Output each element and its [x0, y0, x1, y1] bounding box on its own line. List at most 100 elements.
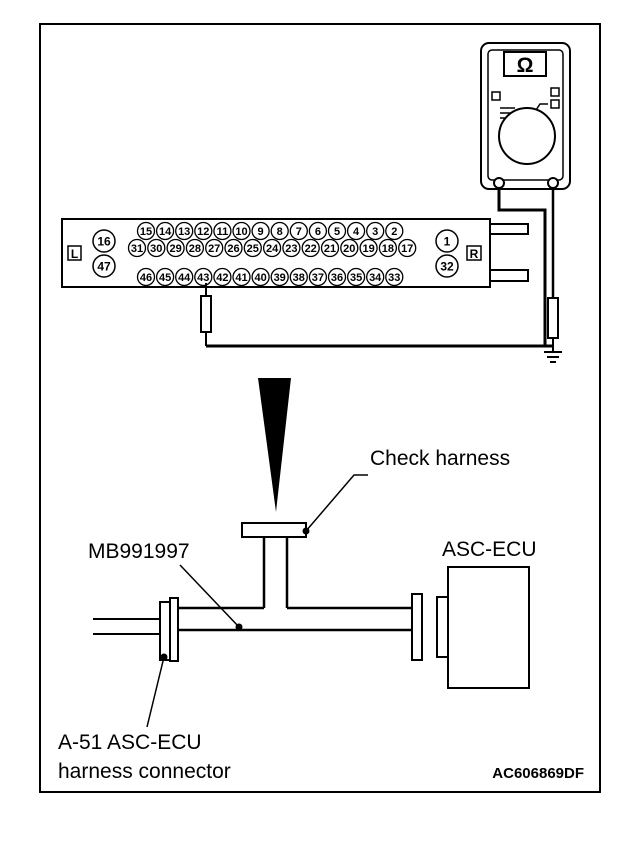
pin-circle: [270, 267, 289, 287]
pin-circle: [166, 238, 185, 258]
pin-circle: [136, 267, 156, 287]
pin-circle: [213, 221, 232, 241]
pin-30: 30: [150, 243, 162, 255]
pin-37: 37: [312, 272, 324, 284]
pin-18: 18: [382, 243, 394, 255]
pin-40: 40: [254, 272, 266, 284]
pin-circle: [251, 221, 270, 241]
pin-circle: [194, 267, 213, 287]
ecu-connector-socket: [436, 596, 449, 658]
pin-24: 24: [266, 243, 279, 255]
label-special-tool: MB991997: [88, 540, 190, 563]
connector-side-left-box: [67, 245, 82, 261]
pin-15: 15: [140, 226, 152, 238]
pin-46: 46: [140, 272, 152, 284]
pin-19: 19: [362, 243, 374, 255]
pin-circle: [270, 221, 289, 241]
pin-47: 47: [97, 260, 111, 274]
pin-circle: [224, 238, 243, 258]
pin-34: 34: [369, 272, 382, 284]
pin-31: 31: [131, 243, 143, 255]
pin-circle: [366, 267, 385, 287]
pin-circle: [301, 238, 320, 258]
label-check-harness: Check harness: [370, 447, 510, 470]
pin-36: 36: [331, 272, 343, 284]
pin-circle: [155, 267, 175, 287]
pin-circle: [213, 267, 232, 287]
label-harness-connector-line2: harness connector: [58, 760, 231, 783]
pin-circle: [147, 238, 166, 258]
pin-22: 22: [305, 243, 317, 255]
label-asc-ecu: ASC-ECU: [442, 538, 537, 561]
meter-dial: [498, 107, 556, 165]
pointer-wedge: [258, 378, 291, 512]
pin-circle: [366, 221, 385, 241]
pin-3: 3: [372, 226, 378, 238]
pin-35: 35: [350, 272, 362, 284]
probe-pin-43: [200, 295, 212, 333]
pin-circle: [205, 238, 224, 258]
pin-43: 43: [197, 272, 209, 284]
asc-ecu-box: [447, 566, 530, 689]
pin-circle: [340, 238, 359, 258]
pin-circle: [185, 238, 205, 258]
check-harness-plug: [241, 522, 307, 538]
mode-indicator-right-bottom: [550, 99, 560, 109]
ohm-symbol-box: [503, 51, 547, 77]
pin-33: 33: [388, 272, 400, 284]
pin-9: 9: [258, 226, 264, 238]
probe-jack-positive: [547, 177, 559, 189]
pin-2: 2: [391, 226, 397, 238]
connector-side-right-box: [466, 245, 482, 261]
pin-circle: [385, 221, 404, 241]
pin-14: 14: [159, 226, 172, 238]
pin-circle: [251, 267, 270, 287]
figure-code: AC606869DF: [492, 765, 584, 782]
pin-circle: [289, 267, 308, 287]
pin-circle: [289, 221, 308, 241]
connector-side-right: R: [470, 247, 479, 261]
pin-11: 11: [217, 226, 229, 238]
pin-32: 32: [440, 260, 454, 274]
pin-12: 12: [197, 226, 209, 238]
pin-circle: [398, 238, 417, 258]
pin-circle: [262, 238, 282, 258]
pin-circle: [378, 238, 398, 258]
pin-circle: [232, 221, 251, 241]
probe-jack-negative: [493, 177, 505, 189]
pin-27: 27: [208, 243, 220, 255]
pin-circle: [327, 221, 347, 241]
harness-connector-flange: [169, 597, 179, 662]
pin-25: 25: [247, 243, 259, 255]
pin-8: 8: [277, 226, 283, 238]
pin-23: 23: [285, 243, 297, 255]
pin-26: 26: [227, 243, 239, 255]
pin-7: 7: [296, 226, 302, 238]
pin-41: 41: [235, 272, 247, 284]
mode-indicator-left: [491, 91, 501, 101]
pin-circle: [346, 267, 366, 287]
pin-16: 16: [97, 235, 111, 249]
ground-probe: [547, 297, 559, 339]
connector-side-left: L: [71, 247, 78, 261]
pin-circle: [308, 267, 328, 287]
pin-circle: [385, 267, 404, 287]
pin-17: 17: [401, 243, 413, 255]
pin-44: 44: [178, 272, 191, 284]
pin-1: 1: [444, 235, 451, 249]
leader-lines: [146, 474, 368, 728]
label-harness-connector-line1: A-51 ASC-ECU: [58, 731, 202, 754]
mode-indicator-right-top: [550, 87, 560, 97]
pin-6: 6: [315, 226, 321, 238]
pin-circle: [320, 238, 340, 258]
pin-21: 21: [324, 243, 336, 255]
pin-circle: [282, 238, 301, 258]
pin-circle: [136, 221, 156, 241]
pin-42: 42: [216, 272, 228, 284]
pin-10: 10: [235, 226, 247, 238]
pin-circle: [155, 221, 175, 241]
ohmmeter: Ω: [480, 42, 571, 190]
